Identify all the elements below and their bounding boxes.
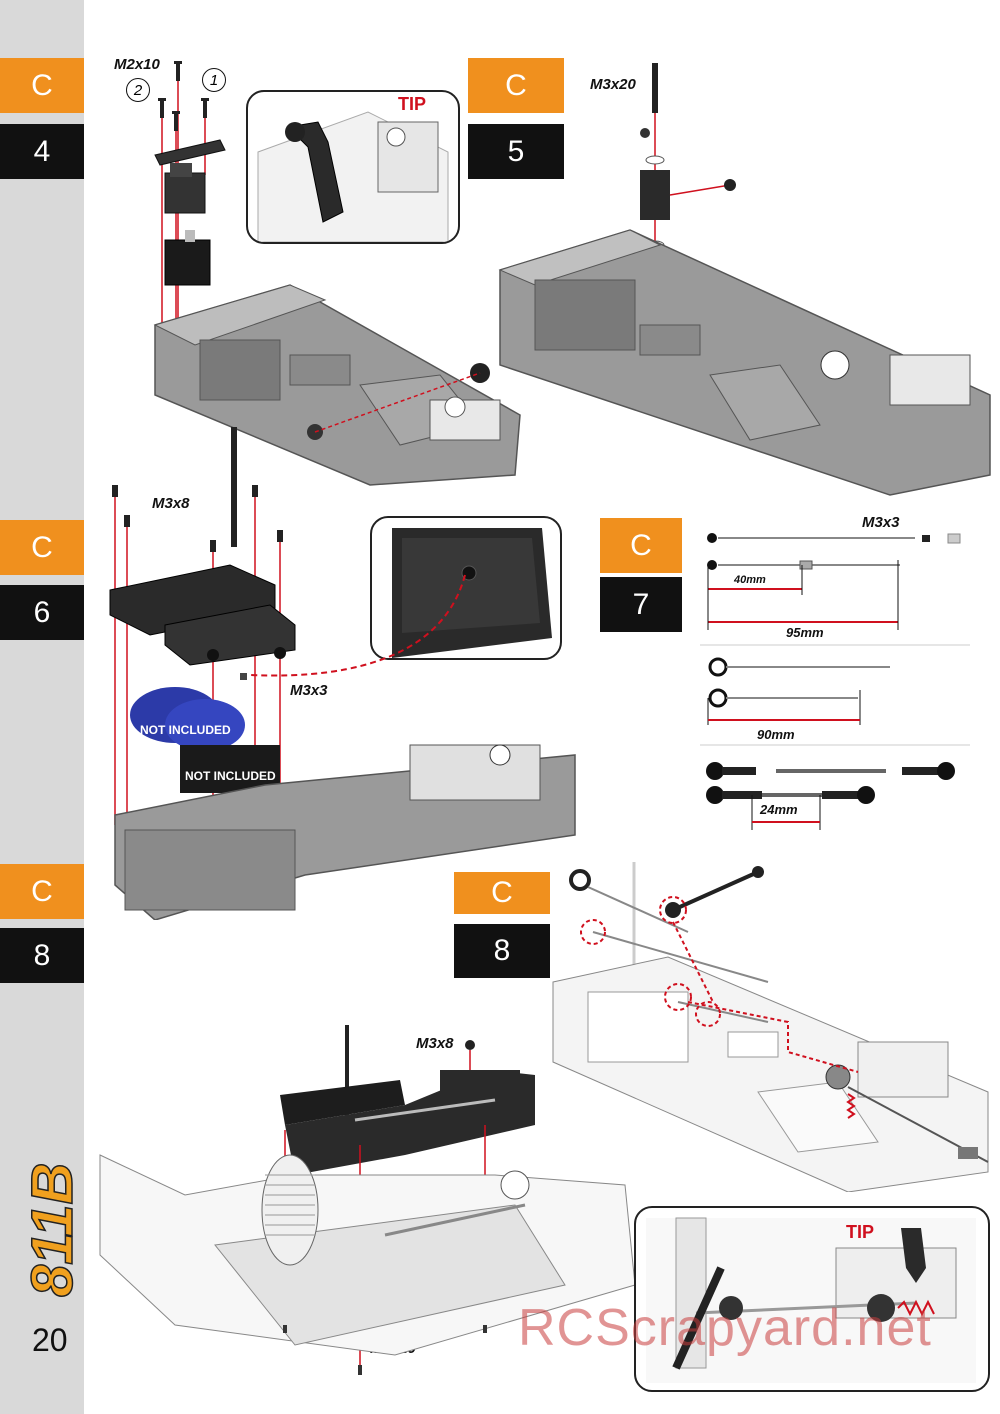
tip-c4-drawing (257, 111, 449, 242)
label-m3x3-c7: M3x3 (862, 514, 900, 531)
step-c5-letter: C (468, 58, 564, 113)
c4-assembly-drawing (153, 61, 521, 486)
tip-c8-drawing (646, 1217, 976, 1383)
measure-40mm: 40mm (734, 574, 766, 586)
step-c6-number: 6 (0, 585, 84, 640)
step-c8-side-number: 8 (0, 928, 84, 983)
tip-label-c4: TIP (398, 94, 427, 114)
circle-step-2: 2 (126, 78, 150, 102)
left-sidebar (0, 0, 84, 1414)
page-number: 20 (32, 1322, 68, 1358)
step-c4-letter: C (0, 58, 84, 113)
measure-95mm: 95mm (786, 625, 824, 640)
c5-assembly-drawing (498, 63, 991, 496)
c6-assembly-drawing (109, 427, 576, 920)
label-m3x20: M3x20 (590, 76, 636, 93)
step-c7-number: 7 (600, 577, 682, 632)
detail-c6-drawing (392, 528, 552, 658)
measure-24mm: 24mm (760, 802, 798, 817)
label-m3x8: M3x8 (152, 495, 190, 512)
label-m3x8-c8: M3x8 (416, 1035, 454, 1052)
step-c7-letter: C (600, 518, 682, 573)
label-m3x3-c6: M3x3 (290, 682, 328, 699)
tip-label-c8: TIP (846, 1222, 875, 1242)
c8-linkage-drawing (552, 862, 989, 1192)
step-c4-number: 4 (0, 124, 84, 179)
step-c8-side-letter: C (0, 864, 84, 919)
not-included-battery: NOT INCLUDED (140, 723, 231, 737)
brand-logo: 811B (30, 1162, 84, 1298)
step-c8-main-number: 8 (454, 924, 550, 978)
step-c8-main-letter: C (454, 872, 550, 914)
circle-step-1: 1 (202, 68, 226, 92)
measure-90mm: 90mm (757, 727, 795, 742)
tip-box-c8: TIP (634, 1206, 990, 1392)
label-m2x10: M2x10 (114, 56, 160, 73)
c8-chassis-drawing (99, 1025, 636, 1375)
step-c6-letter: C (0, 520, 84, 575)
c7-rod-drawing (700, 533, 970, 830)
not-included-receiver: NOT INCLUDED (185, 769, 276, 783)
detail-box-c6 (370, 516, 562, 660)
tip-box-c4: TIP (246, 90, 460, 244)
brand-logo-text: 811B (30, 1163, 84, 1297)
watermark: RCScrapyard.net (518, 1299, 932, 1357)
c6-dashed-connector (249, 574, 466, 677)
step-c5-number: 5 (468, 124, 564, 179)
